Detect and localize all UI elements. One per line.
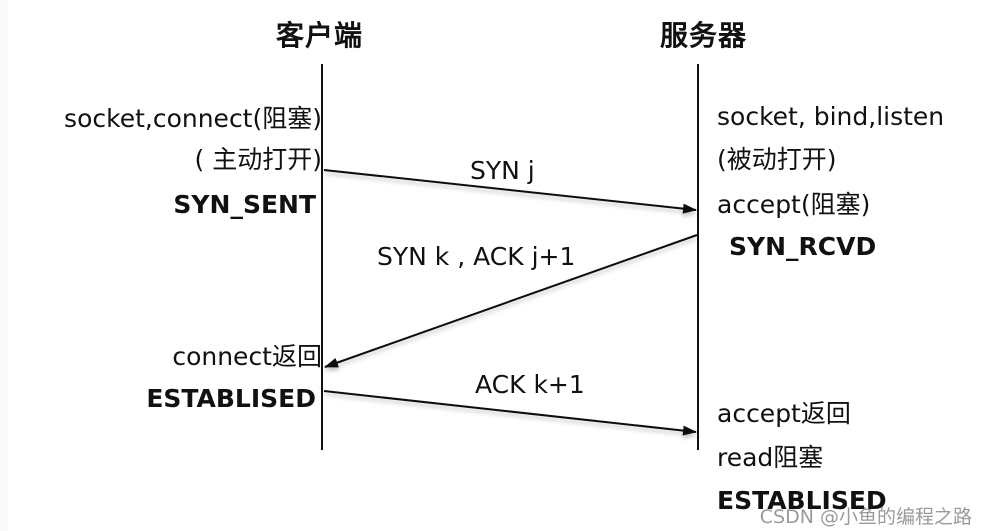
server-label-read-block: read阻塞 <box>717 443 824 472</box>
client-state-syn-sent: SYN_SENT <box>173 190 316 219</box>
client-label-socket-connect: socket,connect(阻塞) <box>64 104 322 133</box>
left-edge <box>0 0 8 531</box>
message-label-syn: SYN j <box>470 156 535 185</box>
client-title: 客户端 <box>276 19 364 52</box>
message-arrow-ack <box>323 390 697 436</box>
client-state-established: ESTABLISED <box>146 384 316 413</box>
watermark: CSDN @小鱼的编程之路 <box>759 506 972 528</box>
server-state-established: ESTABLISED <box>717 486 887 515</box>
server-label-passive-open: (被动打开) <box>717 145 837 174</box>
server-state-syn-rcvd: SYN_RCVD <box>729 232 877 261</box>
server-label-accept-return: accept返回 <box>717 399 851 428</box>
client-label-connect-return: connect返回 <box>172 342 322 371</box>
server-label-socket-bind-listen: socket, bind,listen <box>717 102 945 131</box>
server-title: 服务器 <box>660 19 748 52</box>
server-label-accept-block: accept(阻塞) <box>717 190 871 219</box>
message-arrow-syn-ack <box>324 234 698 368</box>
message-arrow-syn <box>323 169 697 214</box>
message-label-syn-ack: SYN k , ACK j+1 <box>377 242 576 271</box>
client-label-active-open: ( 主动打开) <box>194 145 322 174</box>
message-label-ack: ACK k+1 <box>475 370 585 399</box>
